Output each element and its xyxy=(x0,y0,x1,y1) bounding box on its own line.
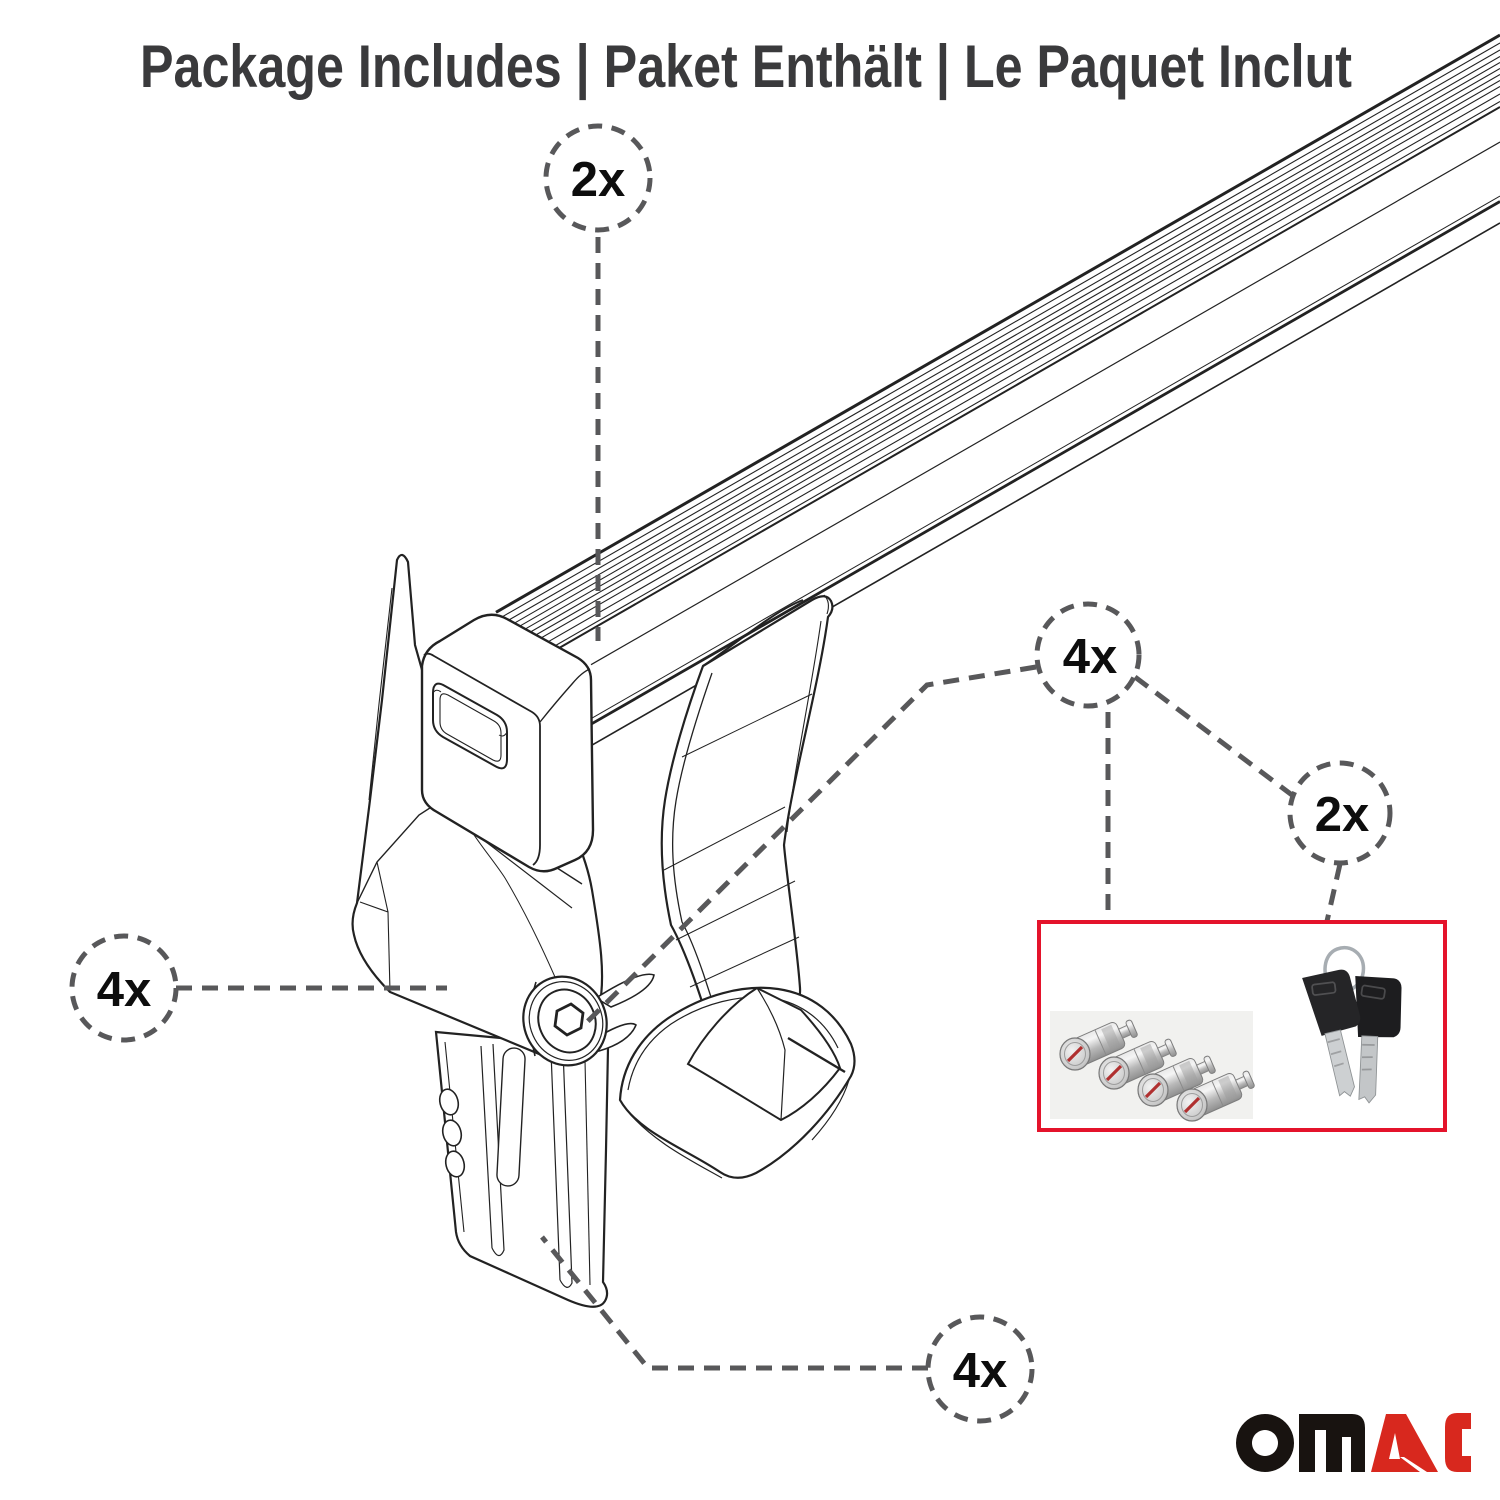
svg-text:4x: 4x xyxy=(953,1344,1008,1398)
svg-text:2x: 2x xyxy=(571,153,626,207)
svg-text:2x: 2x xyxy=(1315,788,1370,842)
svg-text:Package Includes | Paket Enthä: Package Includes | Paket Enthält | Le Pa… xyxy=(140,33,1352,101)
svg-text:4x: 4x xyxy=(1063,630,1118,684)
svg-text:4x: 4x xyxy=(97,963,152,1017)
